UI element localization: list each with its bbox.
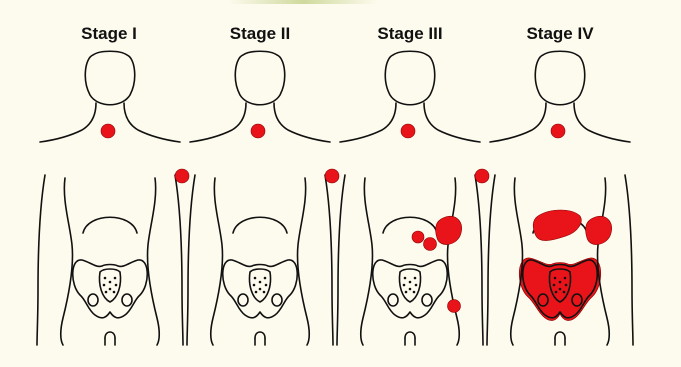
sacral-foramen-dot xyxy=(559,288,562,291)
head-outline xyxy=(385,51,434,105)
rib-arc xyxy=(383,217,437,233)
right-torso-line xyxy=(447,178,459,345)
sacral-foramen-dot xyxy=(255,291,258,294)
sacral-foramen-dot xyxy=(405,291,408,294)
stage-figure-4 xyxy=(475,51,633,345)
sacral-foramen-dot xyxy=(555,291,558,294)
sacral-foramen-dot xyxy=(565,284,568,287)
sacral-foramen-dot xyxy=(253,284,256,287)
spleen-spot xyxy=(586,216,612,244)
sacral-foramen-dot xyxy=(103,284,106,287)
left-torso-line xyxy=(361,178,373,345)
sacral-foramen-dot xyxy=(413,291,416,294)
armpit-lymph-node-spot xyxy=(175,169,189,183)
right-torso-line xyxy=(147,178,159,345)
head-outline xyxy=(85,51,134,105)
sacral-foramen-dot xyxy=(563,291,566,294)
stage-figure-2 xyxy=(175,51,333,345)
sacral-foramen-dot xyxy=(104,277,107,280)
sacrum-outline xyxy=(399,269,420,302)
right-arm-line xyxy=(475,175,483,345)
right-shoulder-line xyxy=(274,103,330,142)
right-hip-socket xyxy=(122,294,132,306)
left-shoulder-line xyxy=(340,103,396,142)
sacral-foramen-dot xyxy=(259,288,262,291)
sacral-foramen-dot xyxy=(559,281,562,284)
armpit-lymph-node-spot xyxy=(475,169,489,183)
right-torso-line xyxy=(597,178,609,345)
left-hip-socket xyxy=(388,294,398,306)
left-arm-line xyxy=(337,175,345,345)
right-shoulder-line xyxy=(424,103,480,142)
sacral-foramen-dot xyxy=(109,288,112,291)
sacral-foramen-dot xyxy=(414,277,417,280)
right-arm-line xyxy=(175,175,183,345)
liver-spot xyxy=(533,210,581,241)
left-torso-line xyxy=(211,178,223,345)
stage-figure-3 xyxy=(325,51,483,345)
sacrum-outline xyxy=(99,269,120,302)
left-shoulder-line xyxy=(190,103,246,142)
left-hip-socket xyxy=(88,294,98,306)
sacral-foramen-dot xyxy=(409,281,412,284)
rib-arc xyxy=(83,217,137,233)
sacral-foramen-dot xyxy=(105,291,108,294)
head-outline xyxy=(535,51,584,105)
right-shoulder-line xyxy=(124,103,180,142)
abdominal-lymph-node-spot xyxy=(424,238,437,251)
right-hip-socket xyxy=(272,294,282,306)
neck-lymph-node-spot xyxy=(101,124,115,138)
left-arm-line xyxy=(187,175,195,345)
sacral-foramen-dot xyxy=(553,284,556,287)
right-arm-line xyxy=(625,175,633,345)
sacral-foramen-dot xyxy=(109,281,112,284)
sacral-foramen-dot xyxy=(114,277,117,280)
sacral-foramen-dot xyxy=(265,284,268,287)
neck-lymph-node-spot xyxy=(401,124,415,138)
sacral-foramen-dot xyxy=(115,284,118,287)
sacrum-outline xyxy=(249,269,270,302)
sacral-foramen-dot xyxy=(554,277,557,280)
neck-lymph-node-spot xyxy=(251,124,265,138)
left-arm-line xyxy=(37,175,45,345)
sacral-foramen-dot xyxy=(403,284,406,287)
right-hip-socket xyxy=(422,294,432,306)
right-arm-line xyxy=(325,175,333,345)
left-shoulder-line xyxy=(490,103,546,142)
sacral-foramen-dot xyxy=(113,291,116,294)
sacral-foramen-dot xyxy=(409,288,412,291)
leg-gap-mark xyxy=(555,332,565,338)
sacral-foramen-dot xyxy=(404,277,407,280)
sacral-foramen-dot xyxy=(259,281,262,284)
spleen-spot xyxy=(436,216,462,244)
groin-lymph-node-spot xyxy=(448,300,461,313)
sacral-foramen-dot xyxy=(564,277,567,280)
head-outline xyxy=(235,51,284,105)
sacral-foramen-dot xyxy=(415,284,418,287)
left-torso-line xyxy=(61,178,73,345)
armpit-lymph-node-spot xyxy=(325,169,339,183)
leg-gap-mark xyxy=(105,332,115,338)
left-hip-socket xyxy=(238,294,248,306)
leg-gap-mark xyxy=(255,332,265,338)
abdominal-lymph-node-spot xyxy=(412,231,424,243)
stage-figure-1 xyxy=(37,51,183,345)
right-shoulder-line xyxy=(574,103,630,142)
right-torso-line xyxy=(297,178,309,345)
rib-arc xyxy=(233,217,287,233)
sacral-foramen-dot xyxy=(263,291,266,294)
left-shoulder-line xyxy=(40,103,96,142)
neck-lymph-node-spot xyxy=(551,124,565,138)
left-arm-line xyxy=(487,175,495,345)
leg-gap-mark xyxy=(405,332,415,338)
left-torso-line xyxy=(511,178,523,345)
sacral-foramen-dot xyxy=(264,277,267,280)
sacral-foramen-dot xyxy=(254,277,257,280)
